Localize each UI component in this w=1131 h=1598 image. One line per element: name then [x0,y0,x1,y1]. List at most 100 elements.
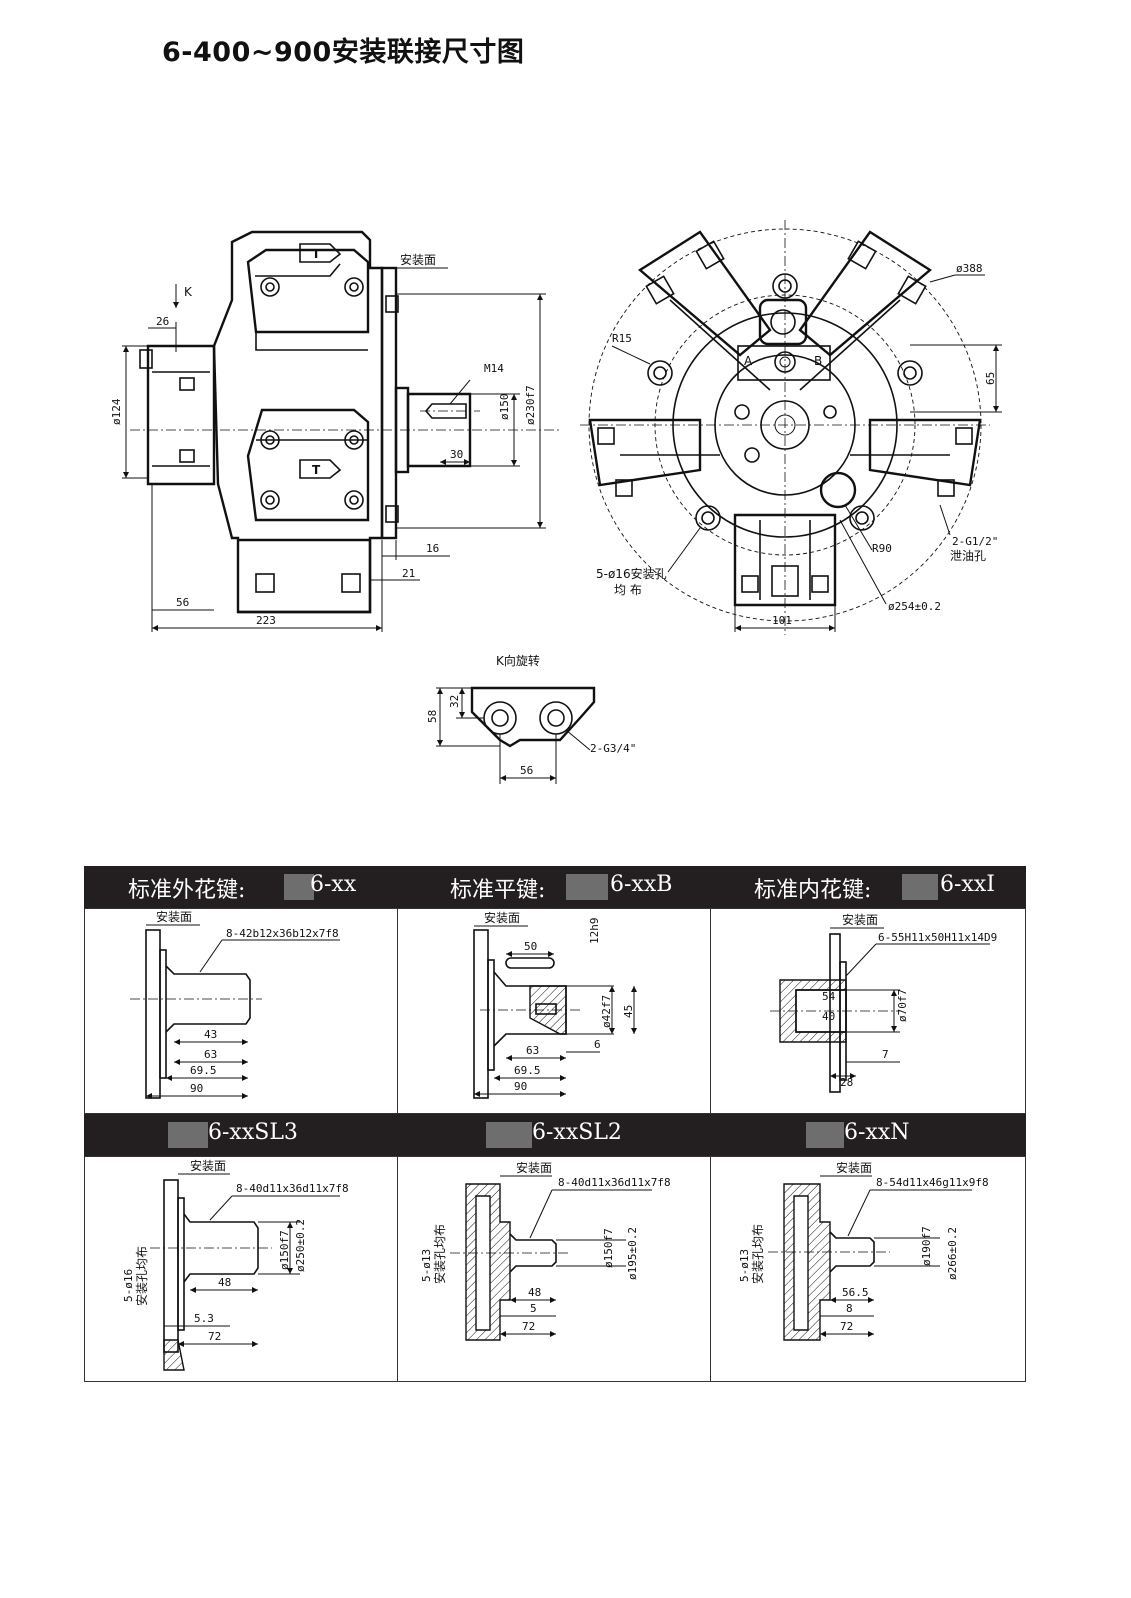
dim-150: ø150 [498,394,511,421]
cell-6-drawing: 安装面 8-54d11x46g11x9f8 5-ø13 安装孔均布 ø190f7… [738,1160,989,1341]
c5-holes-sub: 安装孔均布 [432,1224,447,1284]
dim-230f7: ø230f7 [524,385,537,425]
mount-holes-label: 5-ø16安装孔 [596,566,667,581]
c6-d565: 56.5 [842,1286,869,1299]
c5-d150f7: ø150f7 [602,1228,615,1268]
k-port-spec: 2-G3/4" [590,742,636,755]
c5-holes: 5-ø13 [420,1249,433,1282]
c4-d48: 48 [218,1276,231,1289]
header-code-6: 6-xxN [844,1120,910,1145]
c6-spec: 8-54d11x46g11x9f8 [876,1176,989,1189]
c5-d5: 5 [530,1302,537,1315]
c1-d90: 90 [190,1082,203,1095]
cell-1-drawing: 安装面 8-42b12x36b12x7f8 43 63 69.5 90 [130,909,340,1099]
dim-16: 16 [426,542,439,555]
drain-spec: 2-G1/2" [952,535,998,548]
mount-holes-sub: 均 布 [614,583,642,597]
c2-spec: 12h9 [588,918,601,945]
dim-101: 101 [772,614,792,627]
page-title: 6-400~900安装联接尺寸图 [162,37,525,68]
cell-4-drawing: 安装面 8-40d11x36d11x7f8 5-ø16 安装孔均布 ø150f7… [122,1158,349,1371]
c6-holes: 5-ø13 [738,1249,751,1282]
c2-d50: 50 [524,940,537,953]
header-mask-3 [902,874,938,900]
c5-d195: ø195±0.2 [626,1227,639,1280]
c6-d190f7: ø190f7 [920,1226,933,1266]
c3-d7: 7 [882,1048,889,1061]
c4-d53: 5.3 [194,1312,214,1325]
c1-mount: 安装面 [156,909,192,924]
c3-d54: 54 [822,990,836,1003]
header-code-1: 6-xx [310,872,357,897]
dim-21: 21 [402,567,415,580]
drawing-canvas: T T K 安装面 26 ø124 M14 [110,220,1002,784]
header-label-2: 标准平键: [450,878,546,903]
cell-5-drawing: 安装面 8-40d11x36d11x7f8 5-ø13 安装孔均布 ø150f7… [420,1160,671,1341]
c1-d695: 69.5 [190,1064,217,1077]
header-mask-2 [566,874,608,900]
side-view: T T K 安装面 26 ø124 M14 [110,230,560,632]
dim-124: ø124 [110,398,123,425]
c6-mount: 安装面 [836,1160,872,1175]
header-code-5: 6-xxSL2 [532,1120,622,1145]
c2-d6: 6 [594,1038,601,1051]
header-label-1: 标准外花键: [128,878,246,903]
header-code-3: 6-xxI [940,872,995,897]
dim-254: ø254±0.2 [888,600,941,613]
header-mask-1 [284,874,314,900]
c3-spec: 6-55H11x50H11x14D9 [878,931,997,944]
dim-30: 30 [450,448,463,461]
c5-d48: 48 [528,1286,541,1299]
dim-k56: 56 [520,764,533,777]
mount-face-label: 安装面 [400,252,436,267]
svg-text:T: T [312,463,321,477]
c2-d90: 90 [514,1080,527,1093]
cell-3-drawing: 安装面 6-55H11x50H11x14D9 54 40 ø70f7 7 28 [770,912,997,1093]
c1-spec: 8-42b12x36b12x7f8 [226,927,339,940]
c4-mount: 安装面 [190,1158,226,1173]
header-mask-5 [486,1122,532,1148]
c5-mount: 安装面 [516,1160,552,1175]
dim-388: ø388 [956,262,983,275]
dim-m14: M14 [484,362,504,375]
dim-223: 223 [256,614,276,627]
svg-text:T: T [312,247,321,261]
dim-26: 26 [156,315,169,328]
c2-d45: 45 [622,1005,635,1018]
table-header-row-1: 标准外花键: 6-xx 标准平键: 6-xxB 标准内花键: 6-xxI [84,866,1026,908]
dim-r15: R15 [612,332,632,345]
front-view: A B ø388 R15 65 R90 2-G1/2" 泄油孔 5-ø16安装孔… [580,220,1002,635]
header-mask-6 [806,1122,844,1148]
c3-mount: 安装面 [842,912,878,927]
c5-d72: 72 [522,1320,535,1333]
k-view: K向旋转 58 32 2-G3/4" 56 [426,653,636,784]
dim-65: 65 [984,372,997,385]
c4-holes-sub: 安装孔均布 [134,1246,149,1306]
c4-holes: 5-ø16 [122,1269,135,1302]
c6-d72: 72 [840,1320,853,1333]
c2-d42f7: ø42f7 [600,995,613,1028]
cell-3 [710,908,1026,1114]
drain-label: 泄油孔 [950,549,986,563]
dim-56: 56 [176,596,189,609]
header-code-2: 6-xxB [610,872,673,897]
c6-holes-sub: 安装孔均布 [750,1224,765,1284]
c2-mount: 安装面 [484,910,520,925]
c4-d72: 72 [208,1330,221,1343]
c3-d40: 40 [822,1010,835,1023]
c2-d63: 63 [526,1044,539,1057]
dim-k58: 58 [426,710,439,723]
port-a-label: A [744,354,753,368]
dim-r90: R90 [872,542,892,555]
cell-2-drawing: 安装面 12h9 50 ø42f7 45 63 6 69.5 90 [473,910,637,1099]
c6-d8: 8 [846,1302,853,1315]
c3-d28: 28 [840,1076,853,1089]
header-mask-4 [168,1122,208,1148]
dim-k32: 32 [448,695,461,708]
port-b-label: B [814,354,822,368]
c1-d43: 43 [204,1028,217,1041]
header-label-3: 标准内花键: [754,878,872,903]
k-arrow-label: K [184,285,193,299]
table-header-row-2: 6-xxSL3 6-xxSL2 6-xxN [84,1114,1026,1156]
header-code-4: 6-xxSL3 [208,1120,298,1145]
